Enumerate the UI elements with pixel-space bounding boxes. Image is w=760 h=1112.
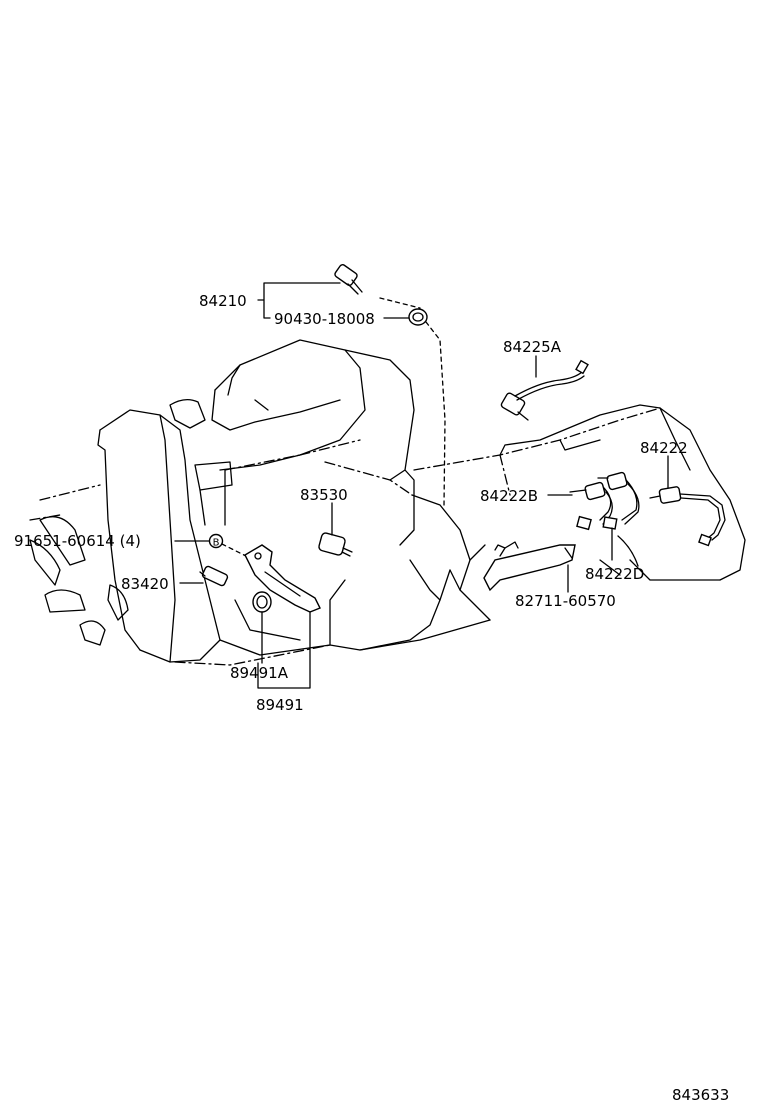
- bracket-82711-part[interactable]: [483, 541, 576, 592]
- switch-83530-part[interactable]: [318, 532, 353, 557]
- sensor-84222d-part[interactable]: [597, 471, 640, 530]
- sensor-84225a-part[interactable]: [500, 359, 589, 421]
- diagram-code: 843633: [672, 1086, 729, 1104]
- sender-83420-part[interactable]: [199, 565, 229, 587]
- oring-89491a-part[interactable]: [252, 591, 272, 613]
- label-84210: 84210: [199, 292, 247, 310]
- label-82711-60570: 82711-60570: [515, 592, 616, 610]
- leader-lines: [174, 282, 669, 689]
- gasket-part[interactable]: [408, 308, 428, 326]
- bolt-marker-letter: B: [213, 538, 220, 549]
- sensor-84222b-part[interactable]: [569, 481, 613, 531]
- label-91651-60614: 91651-60614 (4): [14, 532, 141, 550]
- bolt-marker[interactable]: B: [208, 533, 224, 549]
- label-89491a: 89491A: [230, 664, 289, 682]
- label-90430-18008: 90430-18008: [274, 310, 375, 328]
- oil-pressure-sender-part[interactable]: [334, 264, 363, 295]
- bolt-install-line: [221, 543, 247, 557]
- label-84222b: 84222B: [480, 487, 538, 505]
- label-83420: 83420: [121, 575, 169, 593]
- label-84222: 84222: [640, 439, 688, 457]
- label-84222d: 84222D: [585, 565, 644, 583]
- label-84225a: 84225A: [503, 338, 562, 356]
- sensor-84222-part[interactable]: [649, 486, 726, 547]
- install-line-84210: [379, 297, 446, 506]
- engine-outline: [29, 339, 746, 666]
- crank-sensor-89491-part[interactable]: [244, 544, 321, 613]
- part-labels: 84210 90430-18008 84225A 84222 84222B 83…: [14, 292, 688, 714]
- label-83530: 83530: [300, 486, 348, 504]
- label-89491: 89491: [256, 696, 304, 714]
